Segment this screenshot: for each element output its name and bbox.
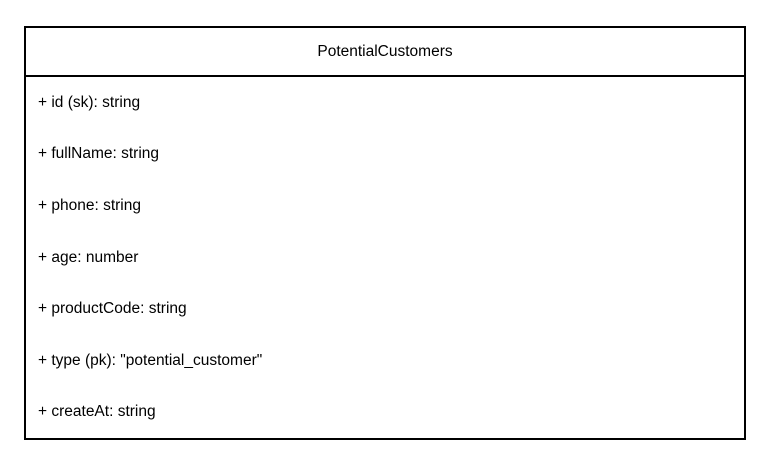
entity-field-phone: + phone: string — [38, 196, 141, 214]
entity-field-age: + age: number — [38, 248, 139, 266]
entity-fields: + id (sk): string + fullName: string + p… — [26, 77, 744, 438]
entity-field-type: + type (pk): "potential_customer" — [38, 351, 263, 369]
entity-field-createat: + createAt: string — [38, 403, 156, 421]
entity-header: PotentialCustomers — [26, 28, 744, 77]
entity-title: PotentialCustomers — [317, 42, 453, 60]
entity-field-fullname: + fullName: string — [38, 145, 160, 163]
entity-field-productcode: + productCode: string — [38, 300, 187, 318]
entity-box-potential-customers: PotentialCustomers + id (sk): string + f… — [24, 26, 746, 440]
entity-field-id: + id (sk): string — [38, 93, 141, 111]
